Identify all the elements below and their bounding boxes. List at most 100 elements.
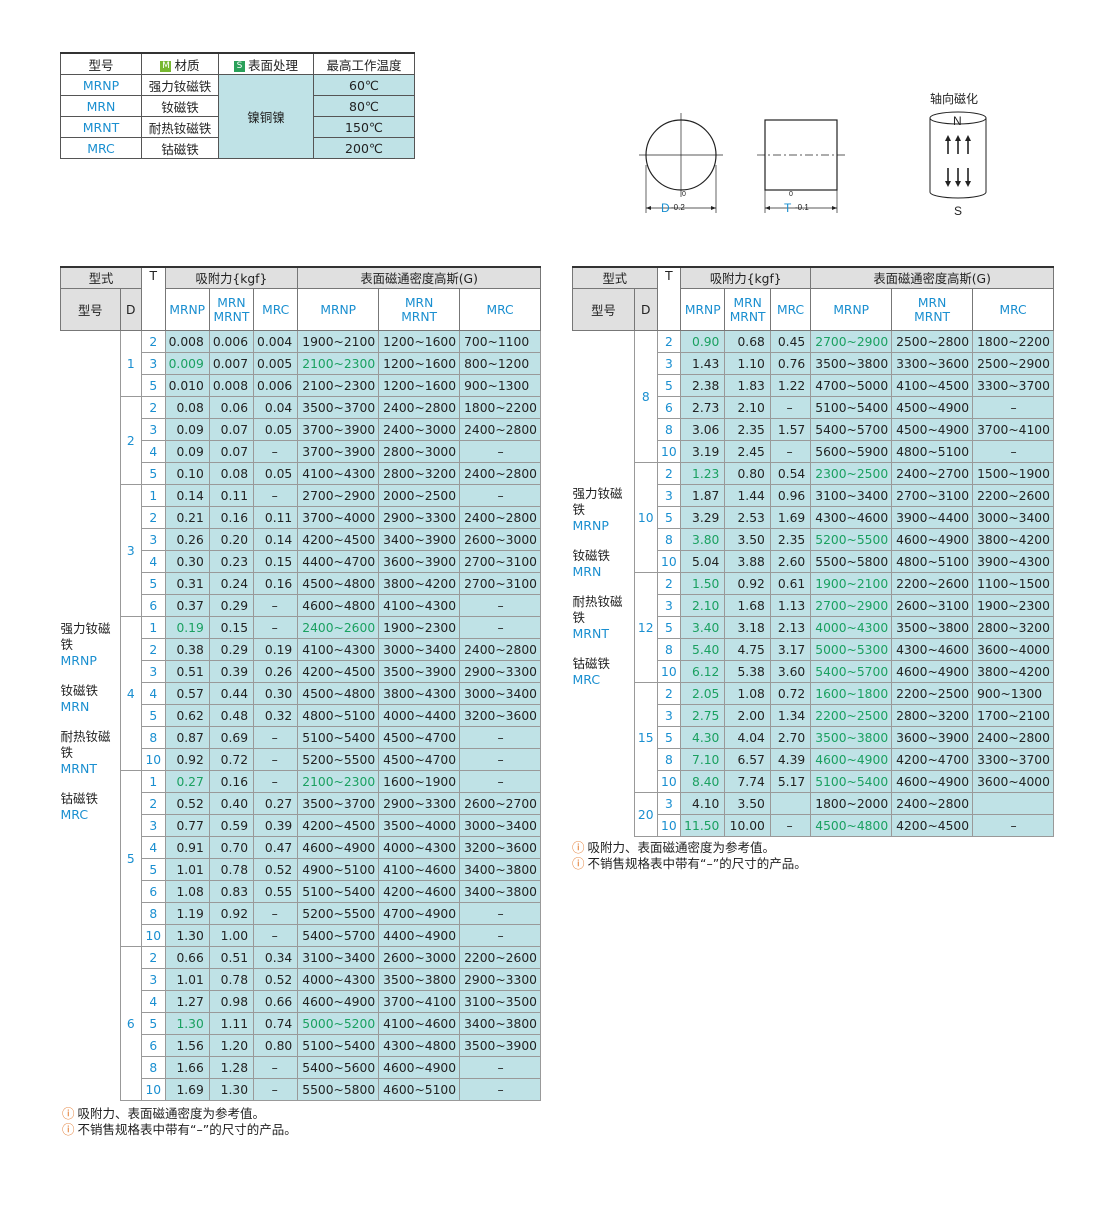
density-mrn: 2800~3200 — [891, 704, 974, 727]
force-mrnp: 0.26 — [164, 528, 210, 551]
force-mrnp: 11.50 — [680, 814, 726, 837]
force-mrc: 2.70 — [769, 726, 812, 749]
density-mrnp: 4300~4600 — [810, 506, 893, 529]
d-header: D — [633, 288, 658, 331]
t-value: 5 — [656, 374, 682, 397]
t-value: 2 — [656, 682, 682, 705]
density-mrc: – — [972, 814, 1054, 837]
t-value: 6 — [656, 396, 682, 419]
density-mrc: 3800~4200 — [972, 660, 1054, 683]
force-mrn: 0.78 — [208, 968, 255, 991]
density-mrn: 1200~1600 — [378, 330, 461, 353]
density-mrn: 2200~2600 — [891, 572, 974, 595]
density-mrc: 3400~3800 — [459, 880, 541, 903]
density-mrnp: 2700~2900 — [810, 330, 893, 353]
density-mrnp: 5100~5400 — [810, 770, 893, 793]
force-mrn: 0.008 — [208, 374, 255, 397]
density-mrnp: 1800~2000 — [810, 792, 893, 815]
density-mrc: 900~1300 — [459, 374, 541, 397]
force-mrn: 1.20 — [208, 1034, 255, 1057]
material-temp: 80℃ — [313, 95, 415, 117]
material-list-cn: 强力钕磁铁 — [60, 621, 111, 652]
density-mrn: 4400~4900 — [378, 924, 461, 947]
force-mrc: 0.04 — [253, 396, 299, 419]
density-mrn: 2400~2800 — [378, 396, 461, 419]
force-mrnp: 1.23 — [680, 462, 726, 485]
material-code: MRNP — [60, 74, 142, 96]
density-mrc: – — [459, 902, 541, 925]
force-mrnp: 0.51 — [164, 660, 210, 683]
force-mrnp: 5.04 — [680, 550, 726, 573]
density-mrn: 4800~5100 — [891, 550, 974, 573]
force-mrc: 0.006 — [253, 374, 299, 397]
density-mrnp: 4700~5000 — [810, 374, 893, 397]
t-value: 1 — [140, 616, 166, 639]
density-mrn: 4600~4900 — [378, 1056, 461, 1079]
force-mrn: 6.57 — [724, 748, 771, 771]
density-mrc: – — [459, 1056, 541, 1079]
force-mrc: – — [253, 770, 299, 793]
t-value: 6 — [140, 1034, 166, 1057]
density-mrc: – — [459, 770, 541, 793]
force-mrn: 1.00 — [208, 924, 255, 947]
density-mrc: 2500~2900 — [972, 352, 1054, 375]
density-mrc: – — [972, 440, 1054, 463]
material-list-en: MRNP — [60, 653, 97, 668]
force-mrnp: 1.50 — [680, 572, 726, 595]
force-header: 吸附力{kgf} — [680, 266, 812, 289]
force-mrnp: 8.40 — [680, 770, 726, 793]
force-mrc: 0.30 — [253, 682, 299, 705]
force-mrc: – — [253, 748, 299, 771]
density-mrn: 4800~5100 — [891, 440, 974, 463]
density-mrc: 1100~1500 — [972, 572, 1054, 595]
force-mrc: 1.69 — [769, 506, 812, 529]
density-mrc: 2700~3100 — [459, 572, 541, 595]
force-mrnp: 0.62 — [164, 704, 210, 727]
t-value: 2 — [140, 396, 166, 419]
t-value: 4 — [140, 836, 166, 859]
density-mrc: 2900~3300 — [459, 968, 541, 991]
density-mrc: 3400~3800 — [459, 1012, 541, 1035]
force-mrnp: 3.80 — [680, 528, 726, 551]
density-mrnp: 2700~2900 — [297, 484, 380, 507]
density-mrc: – — [459, 616, 541, 639]
force-mrnp: 0.92 — [164, 748, 210, 771]
surface-badge-icon: S — [233, 60, 245, 72]
density-mrc: 2400~2800 — [459, 418, 541, 441]
d-tol-top: 0 — [682, 191, 686, 198]
density-mrnp: 5200~5500 — [810, 528, 893, 551]
force-mrn: 1.10 — [724, 352, 771, 375]
density-mrc: 2700~3100 — [459, 550, 541, 573]
force-mrc: 0.54 — [769, 462, 812, 485]
force-mrnp: 0.010 — [164, 374, 210, 397]
t-tol-top: 0 — [789, 191, 793, 198]
t-value: 2 — [140, 638, 166, 661]
density-mrc: 2600~3000 — [459, 528, 541, 551]
force-mrn: 0.06 — [208, 396, 255, 419]
density-mrc: 3800~4200 — [972, 528, 1054, 551]
density-mrn: 4300~4800 — [378, 1034, 461, 1057]
force-mrn: 0.92 — [724, 572, 771, 595]
circle-view-icon — [639, 113, 723, 213]
force-mrn: 1.68 — [724, 594, 771, 617]
force-mrn: 0.16 — [208, 506, 255, 529]
force-mrc: – — [769, 396, 812, 419]
force-mrn: 0.68 — [724, 330, 771, 353]
force-mrc: – — [253, 902, 299, 925]
force-mrc: 4.39 — [769, 748, 812, 771]
density-mrc: 1700~2100 — [972, 704, 1054, 727]
density-mrc: 2400~2800 — [459, 506, 541, 529]
density-mrnp: 5000~5200 — [297, 1012, 380, 1035]
